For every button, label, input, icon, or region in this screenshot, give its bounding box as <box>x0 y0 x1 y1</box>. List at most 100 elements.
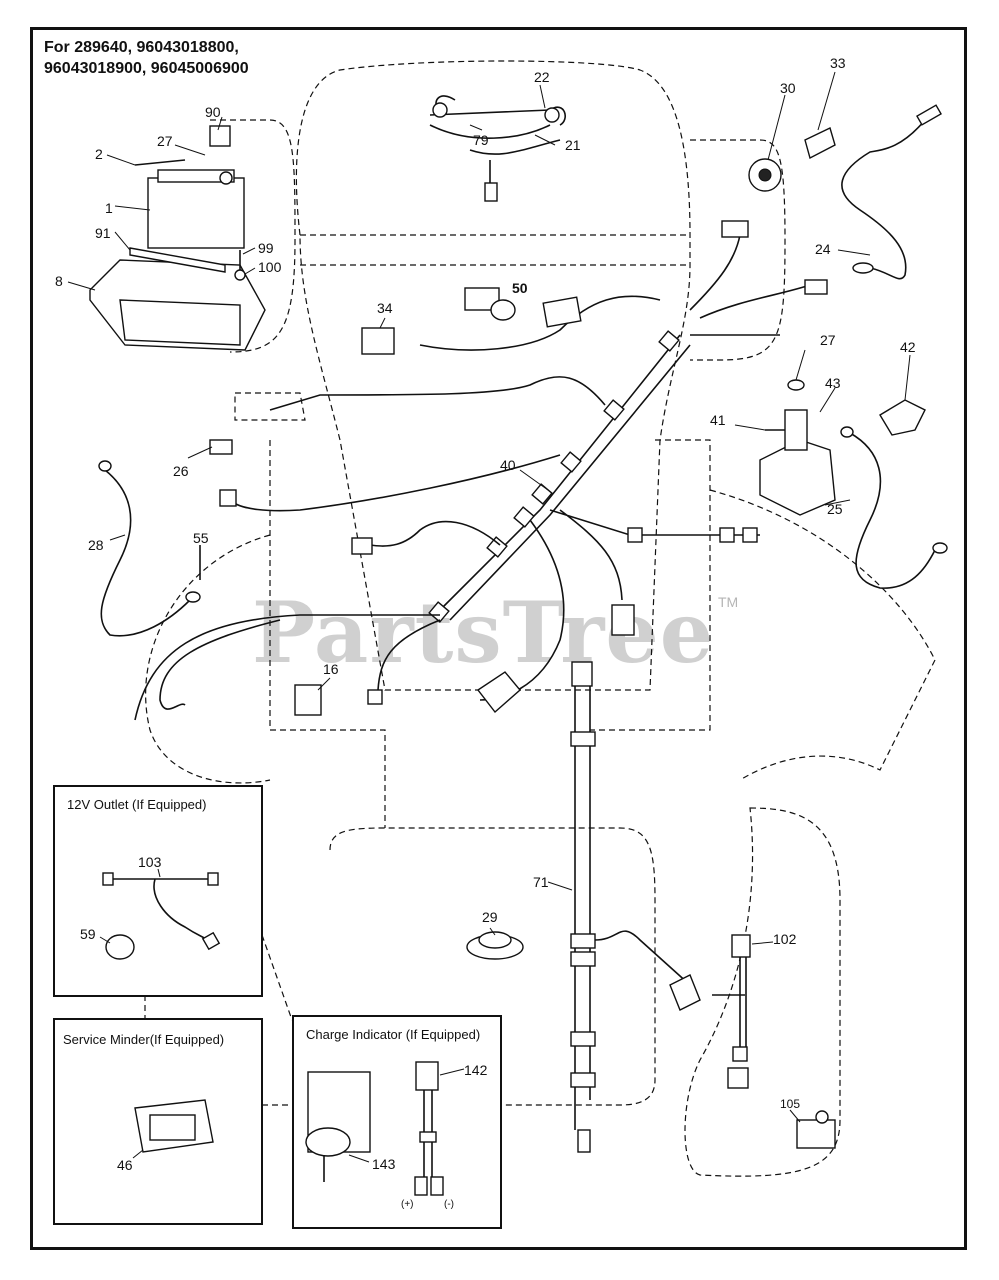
charge-indicator-parts: 142 143 (+) (-) <box>305 1061 488 1210</box>
connector-clip-c <box>742 527 758 543</box>
interlock-switch <box>476 671 521 714</box>
switch-34 <box>361 327 395 355</box>
callout-105: 105 <box>780 1097 800 1111</box>
callout-99: 99 <box>258 240 274 256</box>
callout-16: 16 <box>323 661 339 677</box>
branch-mid <box>369 520 501 547</box>
link-boxes <box>144 934 501 1110</box>
callout-100: 100 <box>258 259 282 275</box>
branch-upper-right <box>689 234 811 336</box>
callout-71: 71 <box>533 874 549 890</box>
battery-area <box>210 119 296 353</box>
connector-plug <box>367 689 383 705</box>
connector-right <box>804 279 828 295</box>
negative-label: (-) <box>444 1199 454 1210</box>
callout-26: 26 <box>173 463 189 479</box>
left-dashed-box <box>234 392 306 421</box>
branch-upper-left <box>269 295 661 411</box>
callout-24: 24 <box>815 241 831 257</box>
battery-tray <box>89 259 266 351</box>
charge-indicator-title: Charge Indicator (If Equipped) <box>306 1027 481 1042</box>
callout-50: 50 <box>512 280 528 296</box>
hold-down-strap <box>129 247 226 273</box>
connector-top <box>721 220 749 238</box>
right-fender <box>590 439 711 731</box>
model-header: For 289640, 96043018800, 96043018900, 96… <box>44 39 249 77</box>
callout-21: 21 <box>565 137 581 153</box>
callout-34: 34 <box>377 300 393 316</box>
ignition-switch <box>748 158 782 192</box>
callout-102: 102 <box>773 931 797 947</box>
switch-105 <box>796 1110 836 1149</box>
cable-28 <box>100 469 191 637</box>
callout-41: 41 <box>710 412 726 428</box>
connector-mid <box>351 537 373 555</box>
hour-meter <box>466 931 524 960</box>
fuse <box>209 439 233 455</box>
callout-27b: 27 <box>820 332 836 348</box>
callout-33: 33 <box>830 55 846 71</box>
callout-25: 25 <box>827 501 843 517</box>
watermark: PartsTree <box>252 583 715 682</box>
main-harness-b <box>449 344 691 621</box>
hood-outline <box>295 60 691 691</box>
connector-71b <box>669 974 701 1011</box>
left-fender <box>269 440 386 828</box>
connector-71 <box>571 661 593 687</box>
callout-79: 79 <box>473 132 489 148</box>
harness-71-clips <box>570 731 596 1088</box>
callout-55: 55 <box>193 530 209 546</box>
connector-clip-b <box>719 527 735 543</box>
connector-16 <box>294 684 322 716</box>
harness-clips <box>428 330 680 623</box>
callout-90: 90 <box>205 104 221 120</box>
hood-bar <box>300 234 690 266</box>
outlet-title: 12V Outlet (If Equipped) <box>67 797 207 812</box>
decal <box>542 296 582 328</box>
branch-left <box>229 454 561 512</box>
rear-area <box>684 807 841 1177</box>
callout-42: 42 <box>900 339 916 355</box>
callout-8: 8 <box>55 273 63 289</box>
switch-50 <box>464 287 516 321</box>
terminal-cover <box>209 125 231 147</box>
connector-71-end <box>577 1129 591 1153</box>
connector-clip-a <box>627 527 643 543</box>
callout-30: 30 <box>780 80 796 96</box>
branch-ground <box>134 614 441 721</box>
service-minder-box: Service Minder(If Equipped) 46 <box>53 1018 263 1225</box>
key <box>804 127 836 160</box>
service-minder-parts: 46 <box>117 1099 214 1173</box>
right-area <box>690 139 786 361</box>
callout-103: 103 <box>138 854 162 870</box>
service-minder-title: Service Minder(If Equipped) <box>63 1032 225 1047</box>
solenoid <box>759 379 836 516</box>
callout-29: 29 <box>482 909 498 925</box>
callout-28: 28 <box>88 537 104 553</box>
harness-71 <box>574 680 591 1130</box>
leader-lines <box>67 71 911 1123</box>
callout-46: 46 <box>117 1157 133 1173</box>
headlight-assembly <box>429 95 566 202</box>
right-deck <box>709 489 936 781</box>
harness-102 <box>712 934 751 1089</box>
callout-1: 1 <box>105 200 113 216</box>
outlet-box: 12V Outlet (If Equipped) 103 59 <box>53 785 263 997</box>
positive-label: (+) <box>401 1199 414 1210</box>
seat-area <box>329 827 656 1106</box>
callout-40: 40 <box>500 457 516 473</box>
callout-27: 27 <box>157 133 173 149</box>
main-harness <box>439 334 681 611</box>
callout-22: 22 <box>534 69 550 85</box>
bolt-2 <box>134 159 186 166</box>
diagram-frame <box>30 27 967 1250</box>
brake-switch <box>611 604 635 636</box>
harness-71-branch <box>594 930 691 986</box>
callout-142: 142 <box>464 1062 488 1078</box>
left-fender-curve <box>145 534 271 784</box>
callout-143: 143 <box>372 1156 396 1172</box>
callout-43: 43 <box>825 375 841 391</box>
cable-25 <box>849 432 936 589</box>
terminal-boot <box>879 399 926 436</box>
